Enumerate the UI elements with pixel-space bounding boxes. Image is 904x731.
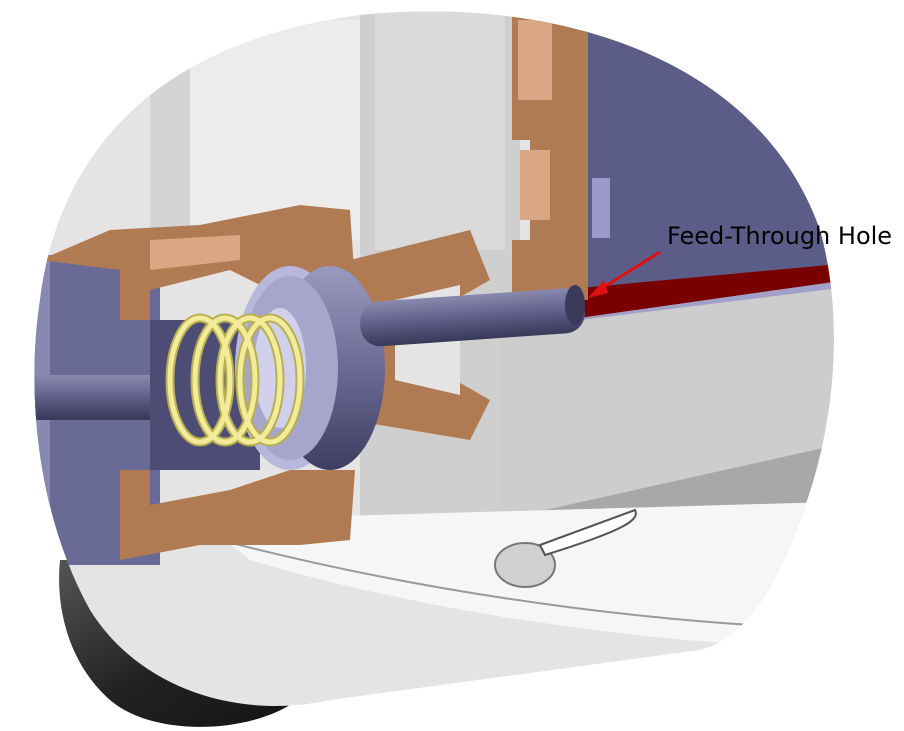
feed-channel	[580, 258, 834, 318]
right-dark-panel	[580, 11, 834, 300]
main-rod	[360, 288, 585, 347]
center-slab-face	[375, 11, 505, 250]
base-screw	[494, 542, 556, 588]
base-screw-slot	[538, 508, 637, 557]
callout-label: Feed-Through Hole	[667, 222, 893, 250]
callout-arrow	[588, 250, 661, 298]
bronze-bracket-highlight-2	[520, 150, 550, 220]
upper-cylinder-shade	[150, 20, 190, 240]
bronze-bracket-highlight-1	[518, 20, 552, 100]
spring-highlight	[167, 315, 303, 445]
feed-through-hole	[565, 285, 585, 325]
bronze-nut-top-face	[150, 235, 240, 270]
left-rod	[34, 375, 190, 420]
right-lower-block	[500, 280, 834, 520]
bronze-nut-bottom	[120, 470, 355, 560]
right-slot	[592, 178, 610, 238]
